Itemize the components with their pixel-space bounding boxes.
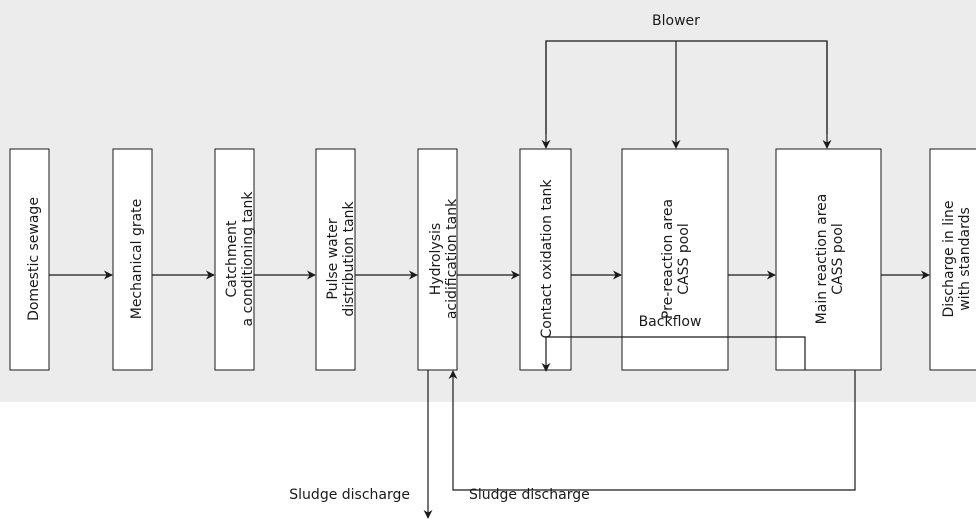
stage-label-line: acidification tank [444,198,460,319]
backflow-loop: Backflow [541,314,806,372]
backflow-label: Backflow [639,314,702,330]
stage-discharge-in-line: Discharge in line with standards [929,148,976,371]
sludge-return-line [448,370,856,491]
stage-domestic-sewage: Domestic sewage [9,148,50,371]
blower-label: Blower [652,13,700,29]
stage-label-line: Main reaction area [814,194,830,325]
stage-hydrolysis-acidification-tank: Hydrolysis acidification tank [417,148,460,371]
stage-main-reaction-cass-pool: Main reaction area CASS pool [775,148,882,371]
stage-label-line: Catchment [224,220,240,298]
stage-label-line: CASS pool [676,223,692,294]
stage-label-line: Discharge in line [941,200,957,317]
sludge-discharge-label: Sludge discharge [469,487,590,503]
stage-pre-reaction-cass-pool: Pre-reaction area CASS pool [621,148,729,371]
stage-label-line: Domestic sewage [26,197,42,321]
stage-catchment-conditioning-tank: Catchment a conditioning tank [214,148,256,371]
stage-pulse-water-distribution-tank: Pulse water distribution tank [315,148,357,371]
sludge-discharge: Sludge discharge Sludge discharge [289,370,856,519]
stage-label-line: Pulse water [325,218,341,299]
stage-label-line: Mechanical grate [129,199,145,320]
stage-label-line: distribution tank [341,200,357,316]
stage-mechanical-grate: Mechanical grate [112,148,153,371]
sludge-discharge-label: Sludge discharge [289,487,410,503]
blower-header-line [545,40,828,134]
blower-lines: Blower [541,13,832,149]
stage-label-line: Hydrolysis [428,223,444,295]
stage-label-line: Contact oxidation tank [539,179,555,339]
stage-label-line: CASS pool [830,223,846,294]
stage-label-line: Pre-reaction area [660,199,676,319]
stage-label-line: a conditioning tank [240,191,256,327]
stage-label-line: with standards [957,207,973,311]
backflow-line [541,336,806,372]
stage-contact-oxidation-tank: Contact oxidation tank [519,148,572,371]
